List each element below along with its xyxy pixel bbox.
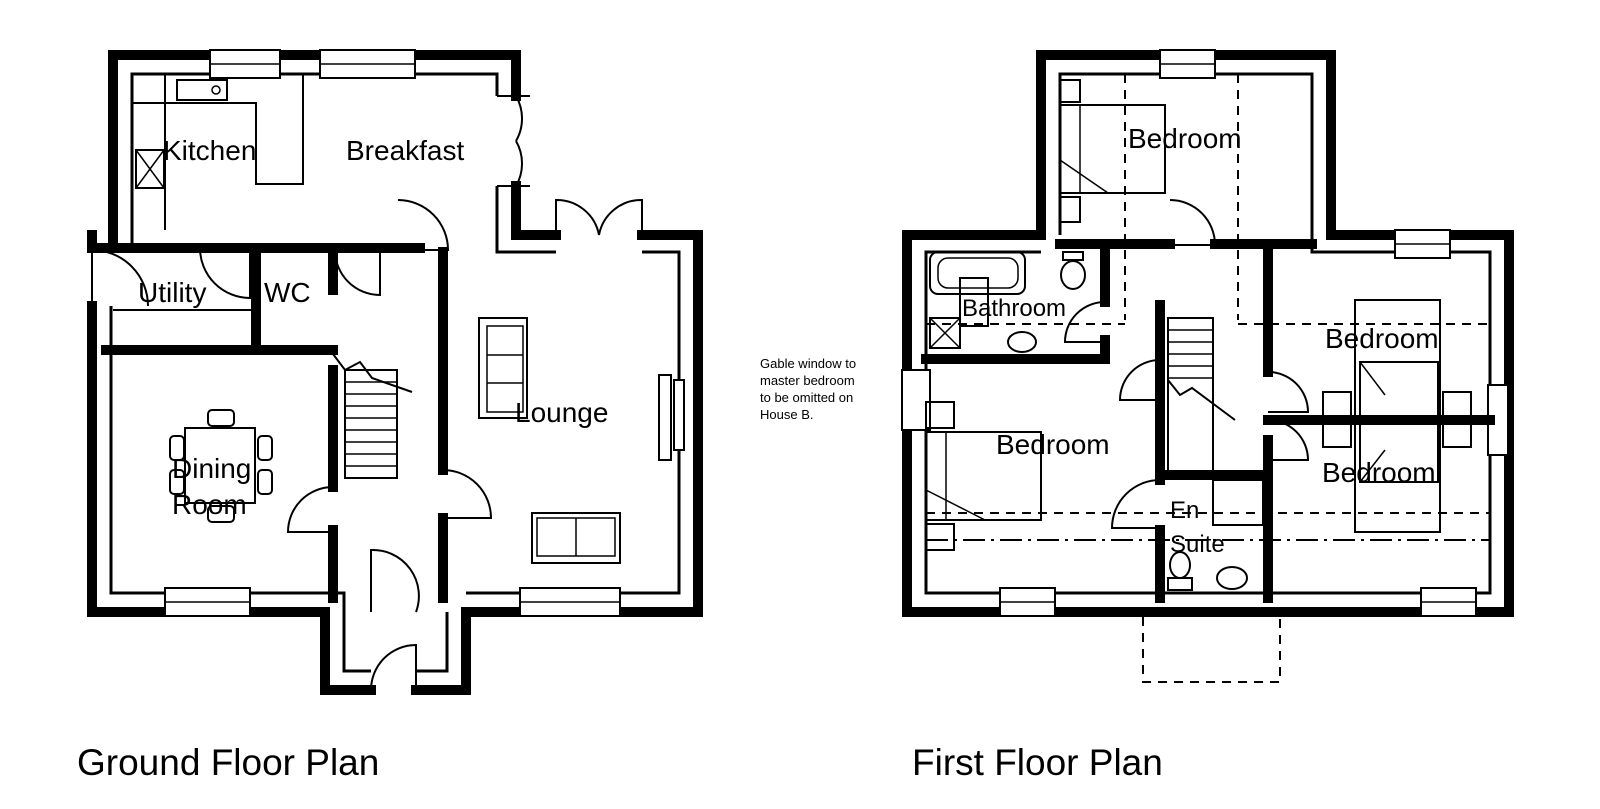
note-line-1: Gable window to: [760, 356, 856, 371]
first-floor-plan: Bedroom Bathroom Bedroom Bedroom Bedroom…: [760, 49, 1514, 683]
kitchen-label: Kitchen: [163, 135, 256, 166]
note-line-4: House B.: [760, 407, 813, 422]
breakfast-label: Breakfast: [346, 135, 464, 166]
ground-floor-plan: Kitchen Breakfast Utility WC Dining Room…: [87, 49, 703, 695]
ground-floor-stairs: [329, 349, 413, 479]
wc-label: WC: [264, 277, 311, 308]
first-floor-plan-title: First Floor Plan: [912, 742, 1163, 783]
first-floor-doors: [1063, 199, 1310, 529]
ground-floor-outer-walls: [87, 49, 703, 695]
first-floor-furniture: [925, 79, 1472, 591]
ensuite-label-line2: Suite: [1170, 531, 1225, 558]
dining-room-label-line1: Dining: [172, 453, 251, 484]
bedroom-left-label: Bedroom: [996, 429, 1110, 460]
ground-floor-internal-walls: [101, 74, 448, 603]
ground-floor-plan-title: Ground Floor Plan: [77, 742, 380, 783]
lounge-label: Lounge: [515, 397, 608, 428]
dining-room-label-line2: Room: [172, 489, 247, 520]
bedroom-right-upper-label: Bedroom: [1325, 323, 1439, 354]
ground-floor-furniture: [169, 317, 672, 564]
ground-floor-doors: [91, 95, 643, 691]
utility-label: Utility: [138, 277, 206, 308]
bedroom-top-label: Bedroom: [1128, 123, 1242, 154]
ensuite-label-line1: En: [1170, 497, 1199, 524]
bedroom-right-lower-label: Bedroom: [1322, 457, 1436, 488]
gable-window-note: Gable window to master bedroom to be omi…: [760, 356, 856, 422]
bathroom-label: Bathroom: [962, 295, 1066, 322]
note-line-2: master bedroom: [760, 373, 855, 388]
note-line-3: to be omitted on: [760, 390, 853, 405]
first-floor-stairs: [1167, 317, 1236, 479]
first-floor-internal-walls: [921, 239, 1495, 603]
